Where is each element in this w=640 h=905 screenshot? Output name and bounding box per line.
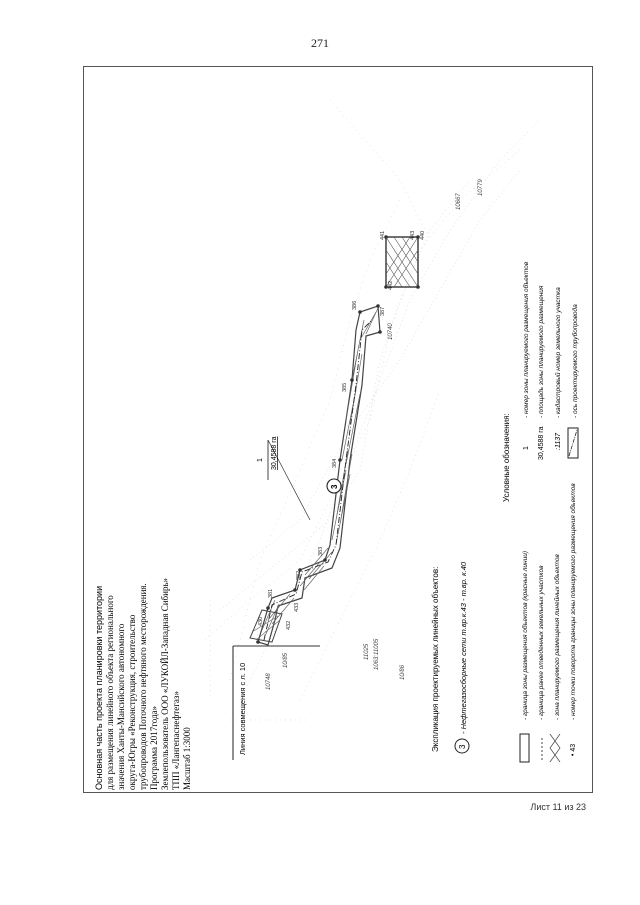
point-label: 384 [332,459,338,468]
point-label: 386 [352,301,358,310]
title-block: Основная часть проекта планировки террит… [94,578,192,790]
sheet-label: Лист 11 из 23 [530,802,586,812]
turning-points [256,235,420,644]
match-line-label: Линия совмещения с л. 10 [238,663,247,755]
drawing-frame [83,66,593,793]
legend-left-text-4: - номер точки поворота границы зоны план… [569,483,577,720]
point-label: 383 [318,547,324,556]
title-line-5: трубопроводов Поточного нефтяного местор… [138,583,148,790]
legend-symbol-zone-number: 1 [523,446,530,450]
zone-callout: 1 30,4588 га 3 [257,436,342,521]
legend-right-text-2: - площадь зоны планируемого размещения [537,285,545,418]
title-line-7: Землепользователь ООО «ЛУКОЙЛ-Западная С… [160,578,170,790]
point-labels: 430 381 382 383 384 385 386 387 432 433 … [258,231,426,630]
object-number: 3 [330,484,339,489]
legend-symbol-point: • 43 [570,744,577,756]
page-number: 271 [311,36,329,50]
legend-right-text-4: - ось проектируемого трубопровода [571,304,579,418]
explication-title: Экспликация проектируемых линейных объек… [431,567,440,752]
point-label: 443 [410,231,416,240]
point-label: 387 [380,307,386,316]
cadastral-label: 11025 [364,643,370,660]
title-line-8: ТПП «Лангепаснефтегаз» [171,691,181,790]
legend-left-text-3: - зона планируемого размещения линейных … [553,554,561,720]
legend-right-text-3: - кадастровый номер земельного участка [554,287,562,418]
legend-symbol-zone-area: 30,4588 га [538,426,545,460]
title-line-9: Масштаб 1:3000 [182,727,192,790]
cadastral-labels: 10/85 10748 1063:11005 11025 10/86 10740… [266,179,484,690]
survey-scatter [204,99,541,721]
point-label: 441 [380,231,386,240]
point-label: 385 [342,383,348,392]
point-label: 381 [268,589,274,598]
legend-title: Условные обозначения: [502,413,511,502]
pad-zone [385,236,419,288]
cadastral-label: 10/86 [400,664,406,680]
legend-symbol-red-lines [519,733,530,763]
explication-item-number: 3 [458,744,467,749]
point-label: 440 [420,231,426,240]
zone-number: 1 [257,458,264,462]
point-label: 382 [296,571,302,580]
cadastral-label: 10779 [478,179,484,196]
title-line-2: для размещения линейного объекта региона… [105,595,115,790]
point-label: 442 [388,281,394,290]
title-line-6: Программа 2017года» [149,706,159,790]
cadastral-label: 1063:11005 [374,638,380,670]
legend-left-text-1: - граница зоны размещения объектов (крас… [521,551,529,720]
title-line-3: значения Ханты-Мансийского автономного [116,623,126,790]
point-label: 430 [258,617,264,626]
legend-right-text-1: - номер зоны планируемого размещения объ… [522,261,530,418]
point-label: 432 [286,621,292,630]
legend-left-text-2: - граница ранее отведенных земельных уча… [537,565,545,720]
explication: Экспликация проектируемых линейных объек… [431,561,470,754]
title-line-1: Основная часть проекта планировки террит… [94,586,104,790]
legend-symbol-cadastral: :1137 [555,432,562,450]
placement-zone [249,305,381,646]
point-label: 433 [294,603,300,612]
title-line-4: округа-Югры «Реконструкция, строительств… [127,614,137,790]
explication-item-text: - Нефтегазосборные сети т.вр.к.43 - т.вр… [459,561,468,734]
match-line: Линия совмещения с л. 10 [232,645,320,760]
cadastral-label: 10748 [266,673,272,690]
legend-symbol-axis [567,427,579,459]
legend: Условные обозначения: - граница зоны раз… [502,261,579,763]
cadastral-label: 10740 [388,323,394,340]
cadastral-label: 10667 [456,193,462,210]
zone-area: 30,4588 га [271,436,278,470]
cadastral-label: 10/85 [283,652,289,668]
legend-symbol-hatch [549,733,561,763]
